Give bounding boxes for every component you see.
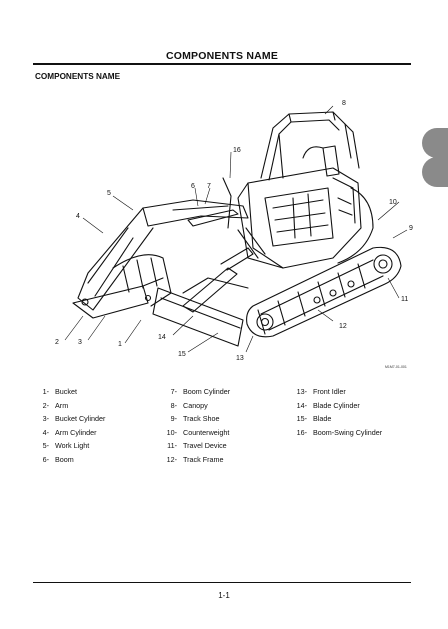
blade-drawing — [152, 277, 249, 347]
legend-item-5: 5-Work Light — [42, 441, 90, 451]
legend-item-14: 14-Blade Cylinder — [296, 400, 360, 410]
callout-9: 9 — [409, 225, 413, 232]
legend-item-2: 2-Arm — [42, 400, 69, 410]
callout-10: 10 — [389, 199, 397, 206]
legend-column-3: 13-Front Idler 14-Blade Cylinder 15-Blad… — [293, 385, 383, 439]
legend-column-1: 1-Bucket 2-Arm 3-Bucket Cylinder 4-Arm C… — [35, 385, 106, 467]
callout-15: 15 — [178, 351, 186, 358]
figure-code: M1M7-01-001 — [385, 365, 407, 369]
legend-item-12: 12-Track Frame — [166, 454, 224, 464]
page-title: COMPONENTS NAME — [165, 50, 279, 62]
callout-13: 13 — [236, 355, 244, 362]
arm-drawing — [77, 207, 154, 311]
callout-8: 8 — [342, 100, 346, 107]
callout-14: 14 — [158, 334, 166, 341]
footer-rule — [33, 582, 411, 583]
callout-7: 7 — [207, 183, 211, 190]
canopy-drawing — [260, 111, 360, 181]
bucket-drawing — [72, 254, 172, 319]
legend-item-15: 15-Blade — [296, 414, 332, 424]
chapter-tab-1[interactable] — [422, 128, 448, 158]
legend-item-1: 1-Bucket — [42, 387, 77, 396]
legend-item-16: 16-Boom-Swing Cylinder — [296, 427, 383, 437]
chapter-tab-2[interactable] — [422, 157, 448, 187]
callout-6: 6 — [191, 183, 195, 190]
blade-cylinder-drawing — [182, 247, 254, 313]
callout-12: 12 — [339, 323, 347, 330]
callout-4: 4 — [76, 213, 80, 220]
legend-item-10: 10-Counterweight — [166, 427, 230, 437]
legend-item-11: 11-Travel Device — [167, 441, 227, 451]
boom-swing-drawing — [237, 227, 266, 259]
callout-5: 5 — [107, 190, 111, 197]
legend-item-4: 4-Arm Cylinder — [42, 427, 97, 437]
boom-drawing — [142, 177, 249, 229]
callout-3: 3 — [78, 339, 82, 346]
legend-item-7: 7-Boom Cylinder — [170, 387, 231, 396]
legend-item-9: 9-Track Shoe — [170, 414, 220, 424]
upper-body-drawing — [237, 145, 374, 269]
callout-2: 2 — [55, 339, 59, 346]
page-number: 1-1 — [218, 591, 230, 600]
callout-labels: 1 2 3 4 5 6 7 8 9 10 11 12 13 14 15 16 — [55, 100, 413, 362]
legend-item-3: 3-Bucket Cylinder — [42, 414, 106, 424]
legend-item-8: 8-Canopy — [170, 400, 208, 410]
legend-column-2: 7-Boom Cylinder 8-Canopy 9-Track Shoe 10… — [163, 385, 231, 467]
callout-1: 1 — [118, 341, 122, 348]
legend-item-13: 13-Front Idler — [296, 387, 346, 396]
callout-11: 11 — [401, 296, 408, 303]
section-title: COMPONENTS NAME — [35, 72, 121, 81]
title-rule — [33, 63, 411, 65]
callout-16: 16 — [233, 147, 241, 154]
legend-item-6: 6-Boom — [42, 454, 74, 464]
track-drawing — [246, 246, 402, 338]
excavator-illustration: 1 2 3 4 5 6 7 8 9 10 11 12 13 14 15 16 M… — [55, 100, 413, 369]
